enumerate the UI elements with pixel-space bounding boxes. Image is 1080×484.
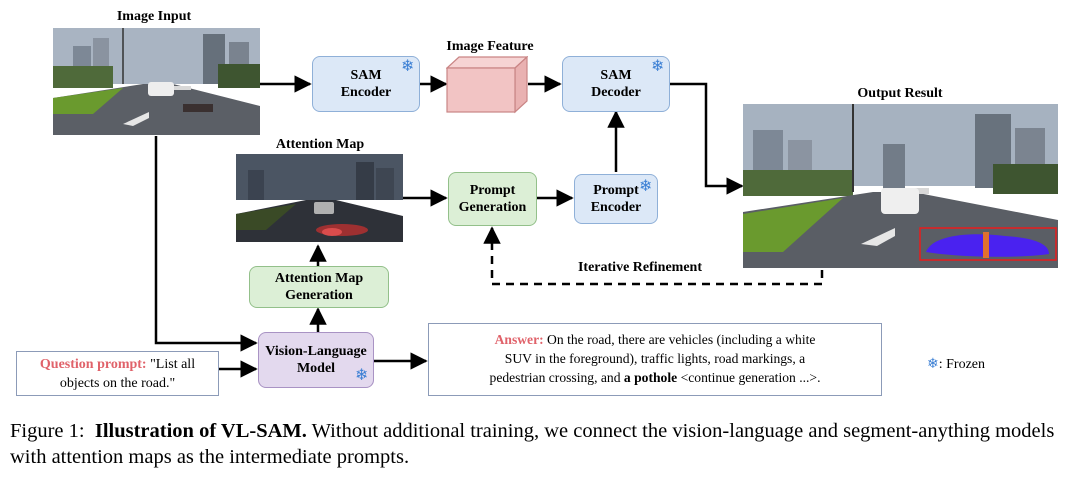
answer-text-3c: <continue generation ...>.: [677, 370, 821, 385]
snowflake-icon: ❄: [639, 176, 653, 195]
answer-text-1: On the road, there are vehicles (includi…: [543, 332, 816, 347]
sam-decoder-line1: SAM: [600, 68, 632, 83]
question-prompt-label: Question prompt:: [39, 357, 147, 372]
question-prompt-text-2: objects on the road.": [59, 376, 176, 391]
caption-rest: Without additional training, we connect …: [10, 420, 1055, 468]
iterative-refinement-label: Iterative Refinement: [577, 260, 702, 275]
image-feature-label: Image Feature: [446, 39, 534, 54]
image-feature-cube: [446, 56, 528, 114]
snowflake-icon: ❄: [355, 365, 369, 384]
frozen-legend: ❄: Frozen: [927, 356, 985, 373]
output-result-image: [743, 104, 1058, 268]
attention-map-generation-line1: Attention Map: [274, 271, 364, 286]
image-input-label: Image Input: [116, 9, 192, 24]
sam-encoder-box: SAM Encoder: [312, 56, 420, 112]
answer-text-2: SUV in the foreground), traffic lights, …: [504, 351, 806, 366]
vlm-line1: Vision-Language: [265, 344, 367, 359]
answer-text-3b: a pothole: [623, 370, 678, 385]
sam-encoder-line1: SAM: [350, 68, 382, 83]
sam-decoder-box: SAM Decoder: [562, 56, 670, 112]
attention-map-label: Attention Map: [275, 137, 365, 152]
input-road-image: [53, 28, 260, 135]
question-prompt-text-1: "List all: [146, 357, 196, 372]
sam-encoder-line2: Encoder: [340, 85, 392, 100]
figure-caption: Figure 1: Illustration of VL-SAM. Withou…: [10, 418, 1075, 470]
output-result-label: Output Result: [857, 86, 943, 101]
prompt-encoder-line2: Encoder: [590, 200, 642, 215]
question-prompt-box: Question prompt: "List all objects on th…: [16, 351, 219, 396]
answer-label: Answer:: [494, 332, 544, 347]
snowflake-icon: ❄: [927, 356, 939, 372]
vlm-line2: Model: [296, 361, 336, 376]
snowflake-icon: ❄: [401, 56, 415, 75]
answer-box: Answer: On the road, there are vehicles …: [428, 323, 882, 396]
attention-map-generation-line2: Generation: [285, 288, 353, 303]
sam-decoder-line2: Decoder: [591, 85, 641, 100]
snowflake-icon: ❄: [651, 56, 665, 75]
prompt-encoder-line1: Prompt: [593, 183, 639, 198]
caption-bold: Illustration of VL-SAM.: [94, 420, 307, 442]
prompt-generation-line1: Prompt: [469, 183, 516, 198]
answer-text-3a: pedestrian crossing, and: [489, 370, 624, 385]
prompt-generation-line2: Generation: [458, 200, 527, 215]
attention-map-image: [236, 154, 403, 242]
frozen-legend-text: : Frozen: [938, 357, 985, 372]
caption-prefix: Figure 1:: [10, 420, 85, 442]
